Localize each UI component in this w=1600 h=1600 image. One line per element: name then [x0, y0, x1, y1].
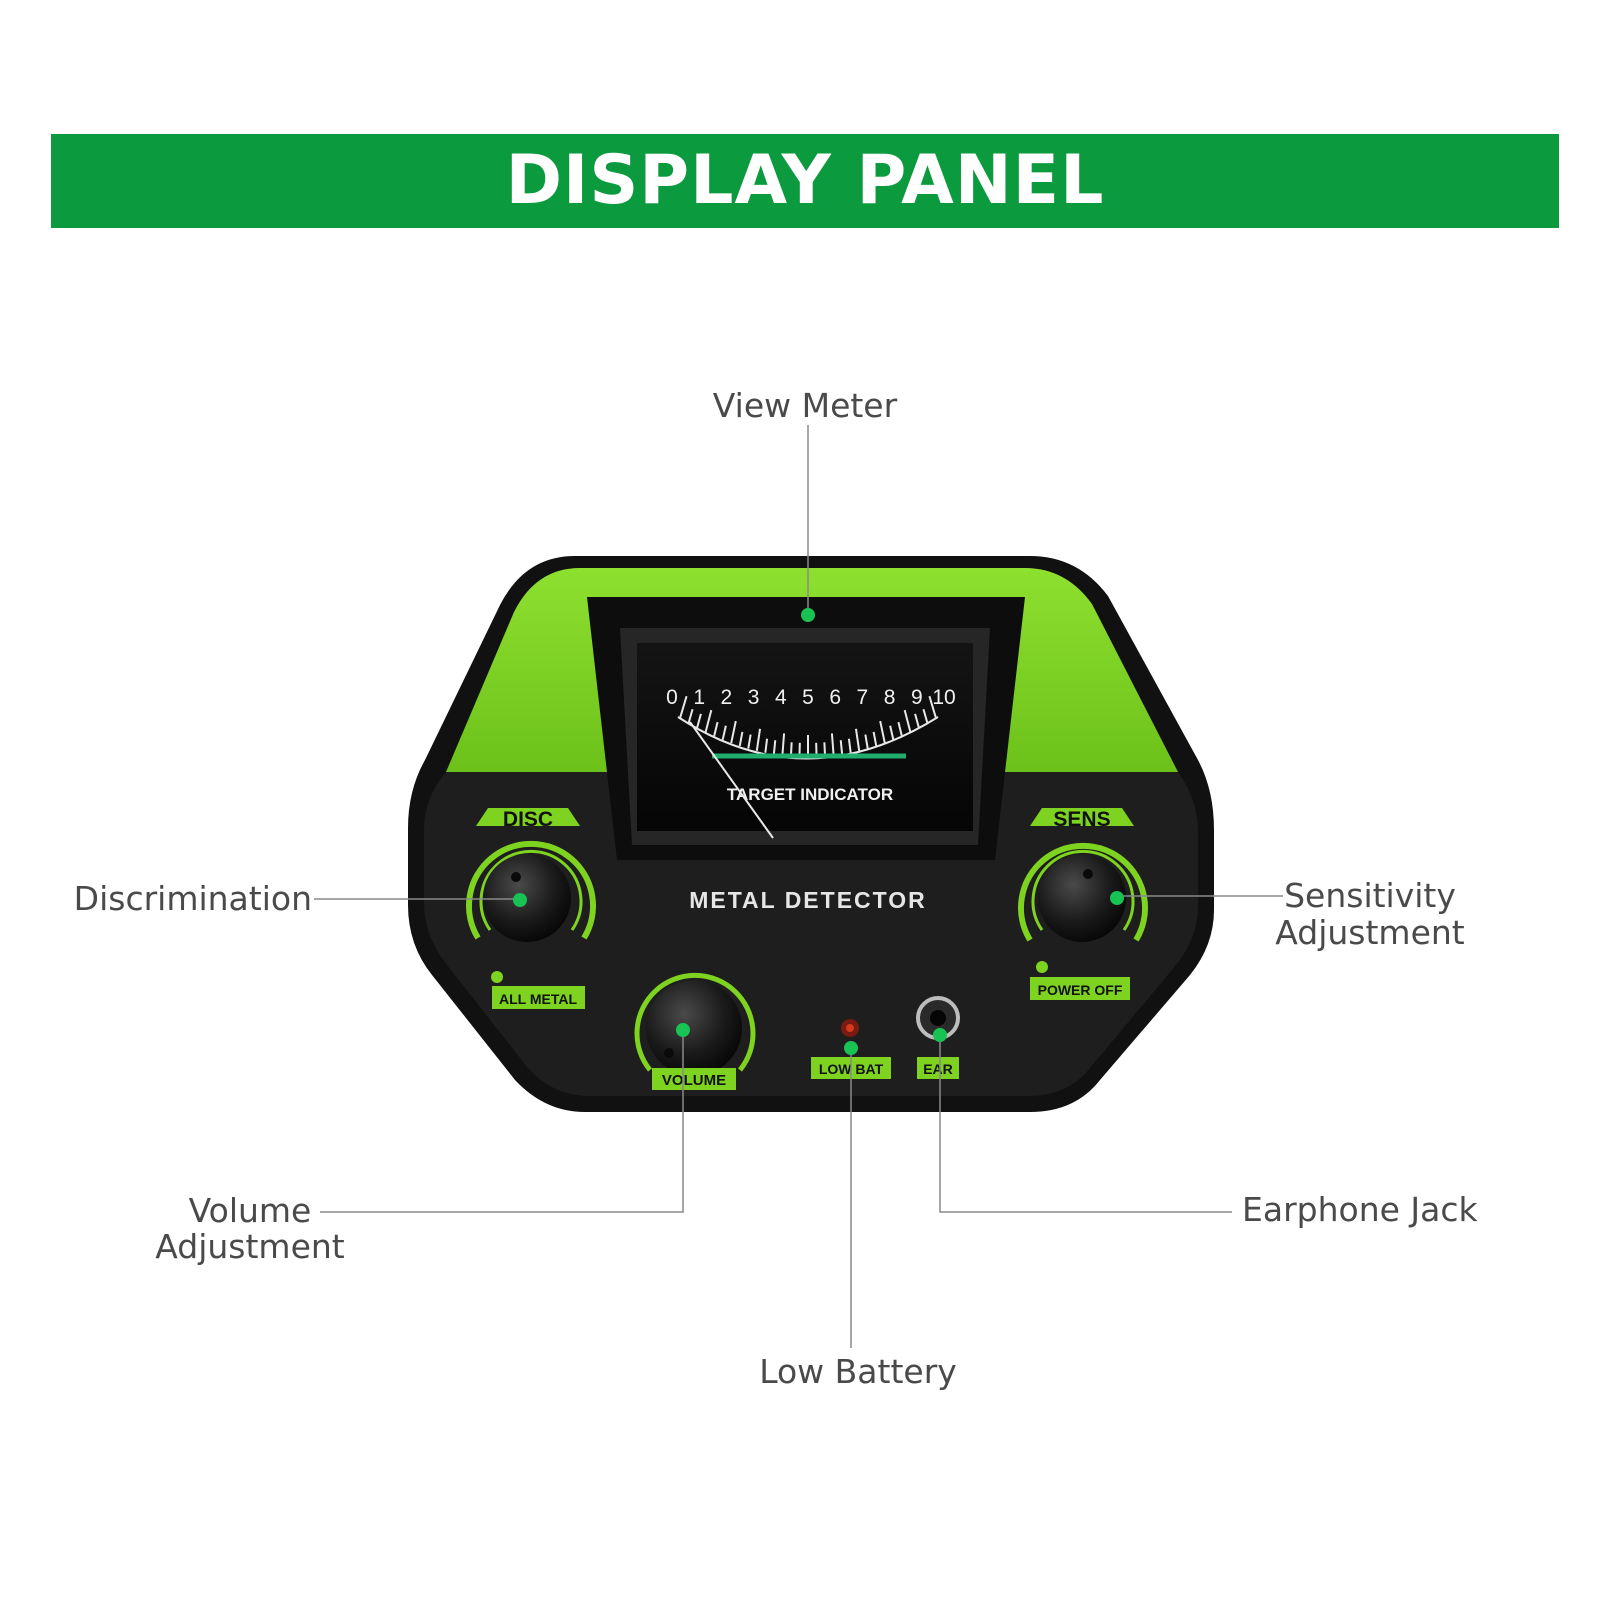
- all-metal-label: ALL METAL: [499, 991, 577, 1007]
- ear-jack-hole[interactable]: [930, 1010, 946, 1026]
- meter-caption: TARGET INDICATOR: [727, 785, 893, 804]
- marker-volume: [676, 1023, 690, 1037]
- meter-tick: [889, 725, 895, 740]
- callout-volume-line2: Adjustment: [155, 1227, 345, 1266]
- sens-arc: [1018, 842, 1148, 942]
- ear-label: EAR: [923, 1061, 953, 1077]
- meter-scale-label: 8: [884, 686, 896, 709]
- callout-view-meter: View Meter: [713, 386, 898, 425]
- meter-needle: [689, 721, 774, 839]
- disc-knob-pointer: [511, 872, 521, 882]
- meter-tick: [839, 740, 844, 755]
- marker-low-battery: [844, 1041, 858, 1055]
- callout-volume-line1: Volume: [189, 1191, 312, 1230]
- volume-knob-pointer: [664, 1048, 674, 1058]
- meter-tick: [713, 721, 719, 737]
- title-banner: DISPLAY PANEL: [51, 134, 1559, 228]
- disc-arc: [466, 840, 596, 940]
- sens-arc-inner: [1031, 849, 1135, 931]
- sens-knob-pointer: [1083, 869, 1093, 879]
- meter-tick: [872, 731, 878, 747]
- meter-tick: [679, 695, 688, 719]
- meter-tick: [830, 733, 835, 756]
- meter-tick: [747, 734, 752, 749]
- meter-tick: [847, 738, 852, 753]
- meter-tick: [864, 734, 869, 749]
- meter-tick: [764, 738, 769, 753]
- callout-low-battery: Low Battery: [759, 1352, 957, 1391]
- meter-scale-label: 4: [775, 686, 787, 709]
- marker-discrimination: [513, 893, 527, 907]
- meter-face: [637, 643, 973, 831]
- meter-scale-label: 10: [932, 686, 955, 709]
- meter-scale-label: 2: [721, 686, 733, 709]
- sens-control: SENS POWER OFF: [1018, 808, 1148, 1000]
- meter-tick: [781, 733, 786, 756]
- meter-tick: [928, 695, 937, 719]
- meter-scale-label: 1: [693, 686, 705, 709]
- meter-tick: [755, 728, 762, 751]
- meter-scale-label: 6: [829, 686, 841, 709]
- power-off-indicator: [1036, 961, 1048, 973]
- meter-tick: [772, 740, 777, 755]
- callout-sensitivity-line1: Sensitivity: [1284, 876, 1456, 915]
- volume-control: VOLUME: [634, 972, 756, 1090]
- disc-control: DISC ALL METAL: [466, 808, 596, 1009]
- meter-scale-label: 3: [748, 686, 760, 709]
- meter-tick: [687, 708, 694, 724]
- meter-tick: [897, 721, 903, 737]
- volume-label-bg: [652, 1068, 736, 1090]
- all-metal-label-bg: [492, 986, 585, 1009]
- disc-knob[interactable]: [483, 854, 571, 942]
- leader-lines: [314, 425, 1283, 1348]
- meter-tick: [721, 725, 727, 740]
- all-metal-indicator: [491, 971, 503, 983]
- power-off-label-bg: [1030, 977, 1130, 1000]
- volume-label: VOLUME: [662, 1072, 726, 1089]
- meter-tick: [922, 708, 929, 724]
- meter-tick: [696, 713, 702, 729]
- callout-earphone-jack: Earphone Jack: [1242, 1190, 1478, 1229]
- meter-scale-label: 9: [911, 686, 923, 709]
- volume-knob[interactable]: [646, 980, 742, 1076]
- meter-scale-label: 5: [802, 686, 814, 709]
- meter-tick: [704, 709, 713, 733]
- meter-tick: [903, 709, 912, 733]
- meter-scale-label: 0: [666, 686, 678, 709]
- callout-discrimination: Discrimination: [74, 879, 312, 918]
- meter-tick: [730, 720, 737, 744]
- meter-scale-label: 7: [857, 686, 869, 709]
- meter-tick: [879, 720, 886, 744]
- volume-arc: [634, 972, 756, 1072]
- earphone-jack: EAR: [916, 996, 960, 1079]
- meter-tick: [914, 713, 920, 729]
- low-battery-led-glow: [846, 1024, 854, 1032]
- marker-sensitivity: [1110, 891, 1124, 905]
- leader-earphone: [939, 1035, 1232, 1213]
- leader-volume: [320, 1030, 684, 1213]
- power-off-label: POWER OFF: [1038, 982, 1123, 998]
- sens-label: SENS: [1053, 808, 1110, 831]
- sens-label-bar: [1030, 808, 1134, 826]
- sens-knob[interactable]: [1038, 854, 1126, 942]
- meter-tick: [854, 728, 861, 751]
- marker-earphone: [933, 1028, 947, 1042]
- ear-label-bg: [917, 1057, 959, 1079]
- marker-dots: [513, 608, 1124, 1055]
- marker-view-meter: [801, 608, 815, 622]
- brand-label: METAL DETECTOR: [689, 887, 927, 913]
- disc-label-bar: [476, 808, 580, 826]
- callout-sensitivity-line2: Adjustment: [1275, 913, 1465, 952]
- meter-tick: [738, 731, 744, 747]
- page-title: DISPLAY PANEL: [505, 141, 1105, 220]
- disc-label: DISC: [503, 808, 553, 831]
